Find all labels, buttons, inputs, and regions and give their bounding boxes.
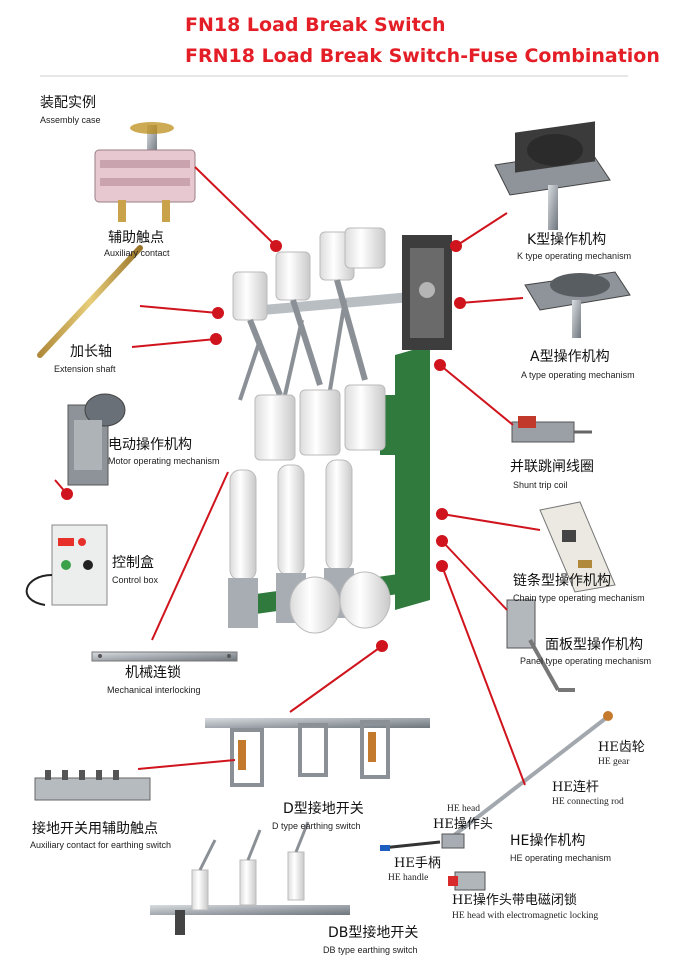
shunt-coil-icon: [511, 416, 592, 443]
chain-mechanism-en: Chain type operating mechanism: [513, 593, 645, 603]
he-head-icon: [441, 833, 465, 849]
a-type-mechanism-en: A type operating mechanism: [521, 370, 635, 380]
extension-shaft-cn: 加长轴: [70, 344, 112, 360]
he-rod-icon: [446, 711, 613, 842]
chain-mechanism-icon: [539, 501, 616, 593]
panel-mechanism-cn: 面板型操作机构: [545, 637, 643, 653]
aux-contact-earthing-en: Auxiliary contact for earthing switch: [30, 840, 172, 850]
d-earthing-switch-icon: [205, 718, 430, 787]
control-box-icon: [25, 524, 108, 606]
a-type-mechanism-cn: A型操作机构: [530, 349, 610, 365]
he-head-lock-cn: HE操作头带电磁闭锁: [452, 893, 577, 908]
chain-mechanism-cn: 链条型操作机构: [513, 573, 611, 589]
auxiliary-contact-en: Auxiliary contact: [104, 248, 170, 258]
he-mechanism-en: HE operating mechanism: [510, 853, 612, 863]
assembly-case-cn: 装配实例: [40, 95, 96, 111]
db-type-earthing-cn: DB型接地开关: [328, 925, 419, 941]
db-type-earthing-en: DB type earthing switch: [323, 945, 418, 955]
aux-contact-earthing-cn: 接地开关用辅助触点: [32, 821, 158, 837]
control-box-cn: 控制盒: [112, 555, 154, 571]
motor-mechanism-en: Motor operating mechanism: [108, 456, 220, 466]
earthing-aux-contact-icon: [34, 770, 151, 801]
he-head-en: HE head: [447, 804, 480, 814]
k-type-mechanism-en: K type operating mechanism: [517, 251, 632, 261]
d-type-earthing-cn: D型接地开关: [283, 801, 364, 817]
he-rod-cn: HE连杆: [552, 780, 599, 795]
a-mechanism-icon: [524, 271, 631, 338]
switch-assembly-icon: [228, 227, 452, 634]
extension-shaft-icon: [37, 245, 143, 358]
shunt-trip-cn: 并联跳闸线圈: [510, 459, 594, 475]
he-handle-icon: [380, 840, 441, 851]
he-head-lock-en: HE head with electromagnetic locking: [452, 911, 599, 921]
title-line-2: FRN18 Load Break Switch-Fuse Combination: [185, 45, 660, 67]
interlock-bar-icon: [91, 651, 238, 662]
mechanical-interlocking-en: Mechanical interlocking: [107, 685, 201, 695]
control-box-en: Control box: [112, 575, 159, 585]
extension-shaft-en: Extension shaft: [54, 364, 116, 374]
k-type-mechanism-cn: K型操作机构: [527, 232, 607, 248]
assembly-case-en: Assembly case: [40, 115, 101, 125]
he-mechanism-cn: HE操作机构: [510, 833, 586, 849]
he-handle-en: HE handle: [388, 873, 429, 883]
motor-mechanism-cn: 电动操作机构: [108, 437, 192, 453]
he-handle-cn: HE手柄: [394, 856, 441, 871]
d-type-earthing-en: D type earthing switch: [272, 821, 361, 831]
db-earthing-switch-icon: [150, 821, 350, 935]
k-mechanism-icon: [494, 121, 611, 230]
panel-mechanism-en: Panel type operating mechanism: [520, 656, 652, 666]
he-gear-cn: HE齿轮: [598, 740, 645, 755]
he-gear-en: HE gear: [598, 757, 630, 767]
leader-lines: [54, 166, 541, 786]
he-lock-icon: [448, 871, 486, 891]
panel-mechanism-icon: [506, 599, 575, 692]
he-rod-en: HE connecting rod: [552, 797, 624, 807]
auxiliary-contact-cn: 辅助触点: [108, 230, 164, 246]
he-head-cn: HE操作头: [433, 817, 493, 832]
shunt-trip-en: Shunt trip coil: [513, 480, 568, 490]
motor-mechanism-icon: [67, 393, 126, 486]
title-line-1: FN18 Load Break Switch: [185, 14, 446, 36]
mechanical-interlocking-cn: 机械连锁: [125, 665, 181, 681]
auxiliary-contact-icon: [94, 122, 196, 222]
